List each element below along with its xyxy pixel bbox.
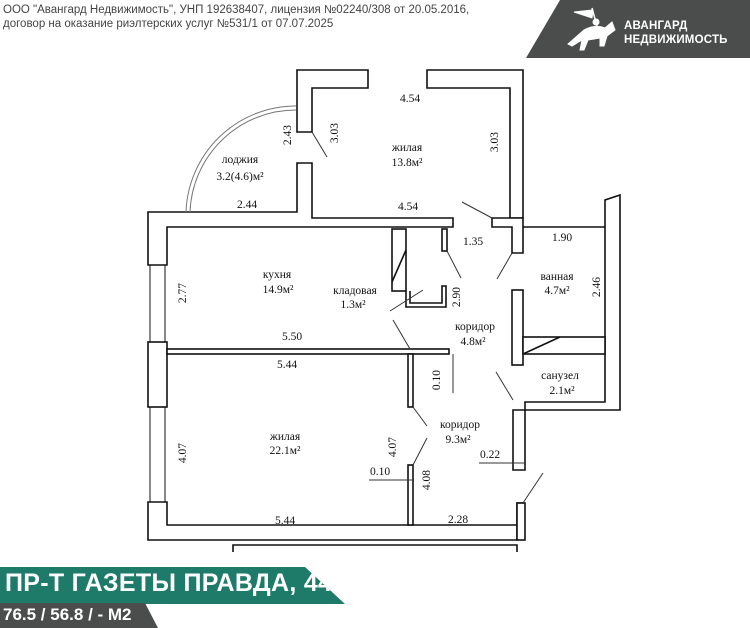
dimension: 1.35 <box>462 236 484 248</box>
room-name: санузел <box>541 370 579 382</box>
logo-panel <box>526 0 750 58</box>
area-banner: 76.5 / 56.8 / - М2 <box>0 603 158 628</box>
dimension: 5.44 <box>276 359 298 371</box>
dimension: 1.90 <box>551 232 573 244</box>
logo-line-2: НЕДВИЖИМОСТЬ <box>624 34 728 46</box>
dimension: 2.44 <box>236 199 258 211</box>
dimension: 0.10 <box>369 466 391 478</box>
room-area: 1.3м² <box>340 299 366 311</box>
dimension: 0.10 <box>431 369 443 391</box>
legal-info: ООО "Авангард Недвижимость", УНП 1926384… <box>3 3 469 31</box>
knight-on-horse-icon <box>567 7 616 51</box>
room-name: кладовая <box>333 285 377 297</box>
logo: АВАНГАРД НЕДВИЖИМОСТЬ <box>624 19 728 47</box>
dimension: 2.46 <box>591 276 603 298</box>
dimension: 3.03 <box>329 122 341 144</box>
room-name: жилая <box>391 142 423 154</box>
dimension: 4.07 <box>387 436 399 458</box>
room-area: 2.1м² <box>549 385 575 397</box>
room-name: коридор <box>454 321 496 333</box>
dimension: 3.03 <box>489 131 501 153</box>
room-name: коридор <box>439 419 481 431</box>
room-name: жилая <box>269 431 301 443</box>
dimension: 2.77 <box>177 282 189 304</box>
room-name: лоджия <box>221 154 259 166</box>
dimension: 2.28 <box>447 514 469 526</box>
legal-line-2: договор на оказание риэлтерских услуг №5… <box>3 18 334 30</box>
loggia-arc <box>185 105 297 213</box>
room-area: 4.7м² <box>544 285 570 297</box>
dimension: 4.07 <box>177 442 189 464</box>
dimension: 2.43 <box>282 124 294 146</box>
door-swings <box>311 131 544 504</box>
room-area: 3.2(4.6)м² <box>216 171 264 183</box>
room-name: ванная <box>540 271 574 283</box>
area-values: 76.5 / 56.8 / - М2 <box>3 605 132 624</box>
dimension: 4.54 <box>399 93 421 105</box>
dimension: 4.08 <box>421 469 433 491</box>
walls <box>147 69 621 552</box>
room-area: 22.1м² <box>269 445 301 457</box>
room-area: 4.8м² <box>460 336 486 348</box>
room-area: 13.8м² <box>391 157 423 169</box>
room-area: 9.3м² <box>445 434 471 446</box>
logo-line-1: АВАНГАРД <box>624 20 688 32</box>
dimension: 2.90 <box>451 286 463 308</box>
dimension: 5.50 <box>281 331 303 343</box>
window-lines <box>149 265 166 502</box>
room-name: кухня <box>262 269 292 281</box>
room-area: 14.9м² <box>262 284 294 296</box>
address-title: ПР-Т ГАЗЕТЫ ПРАВДА, 44 <box>5 569 333 597</box>
dimension: 0.22 <box>479 449 501 461</box>
legal-line-1: ООО "Авангард Недвижимость", УНП 1926384… <box>3 4 470 16</box>
address-banner: ПР-Т ГАЗЕТЫ ПРАВДА, 44 <box>0 567 345 604</box>
dimension: 5.44 <box>274 515 296 527</box>
dimension: 4.54 <box>397 201 419 213</box>
